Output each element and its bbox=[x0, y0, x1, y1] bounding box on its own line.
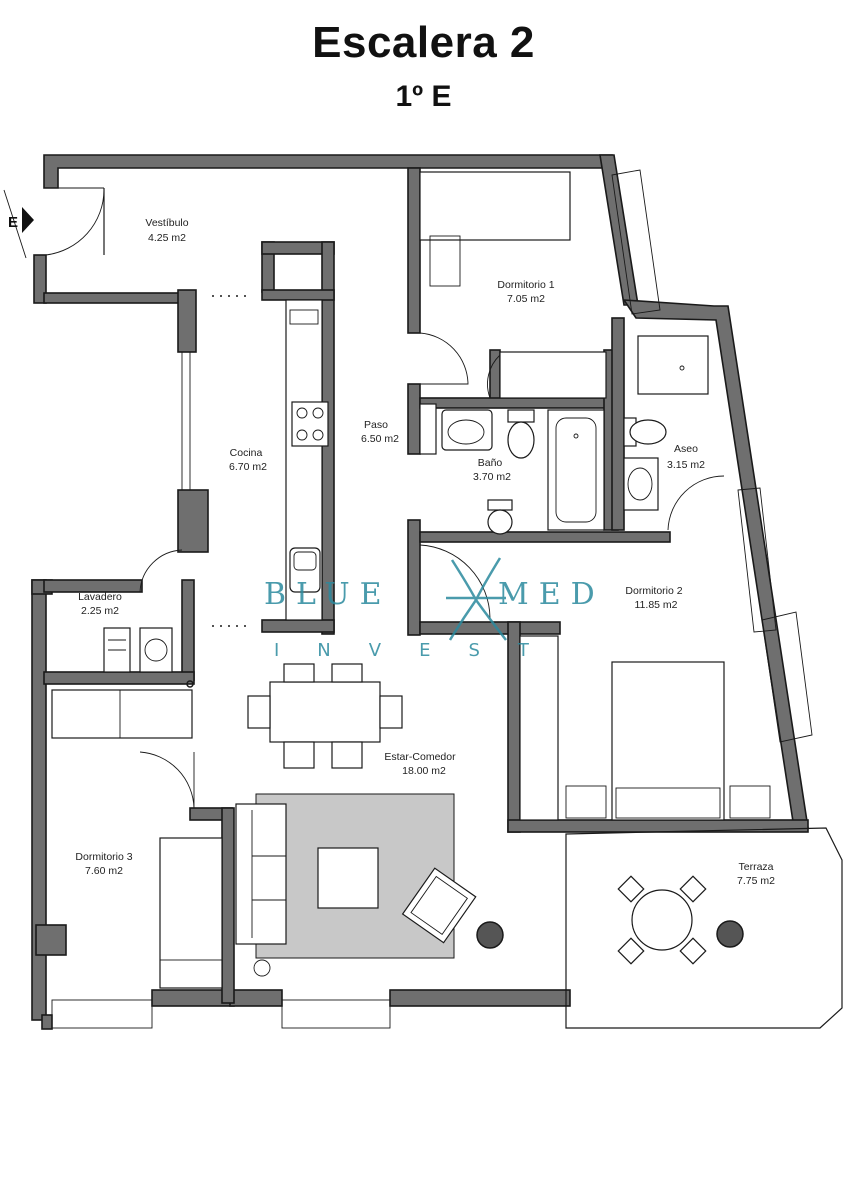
doors bbox=[45, 187, 725, 809]
chair-icon bbox=[283, 741, 315, 769]
wardrobe-icon bbox=[519, 635, 559, 821]
room-area-paso: 6.50 m2 bbox=[361, 433, 399, 445]
watermark-tagline: INVEST bbox=[274, 640, 567, 661]
room-area-terraza: 7.75 m2 bbox=[737, 875, 775, 887]
coffee-table-icon bbox=[317, 847, 379, 909]
lavadero-fixtures bbox=[103, 627, 194, 688]
terraza bbox=[565, 827, 843, 1029]
aseo-fixtures bbox=[623, 335, 709, 511]
room-name-dormitorio3: Dormitorio 3 bbox=[75, 851, 132, 863]
entrance-label: E bbox=[8, 214, 18, 231]
chair-icon bbox=[379, 695, 403, 729]
dormitorio1-furniture bbox=[419, 171, 607, 399]
chair-icon bbox=[247, 695, 271, 729]
room-name-aseo: Aseo bbox=[674, 443, 698, 455]
shower-icon bbox=[637, 335, 709, 395]
plant-icon bbox=[476, 921, 504, 949]
room-labels: Vestíbulo 4.25 m2 Dormitorio 1 7.05 m2 P… bbox=[75, 217, 775, 887]
bano-fixtures bbox=[419, 403, 605, 535]
watermark-brand-left: BLUE bbox=[264, 577, 392, 612]
room-name-vestibulo: Vestíbulo bbox=[145, 217, 188, 229]
windows-right bbox=[611, 169, 813, 743]
plan-title: Escalera 2 bbox=[312, 18, 535, 67]
starfish-icon bbox=[446, 557, 507, 641]
plan-subtitle: 1º E bbox=[395, 80, 452, 113]
room-name-terraza: Terraza bbox=[738, 861, 773, 873]
plant-icon bbox=[716, 920, 744, 948]
toilet-icon bbox=[507, 409, 535, 423]
room-name-dormitorio2: Dormitorio 2 bbox=[625, 585, 682, 597]
room-area-dormitorio1: 7.05 m2 bbox=[507, 293, 545, 305]
room-area-lavadero: 2.25 m2 bbox=[81, 605, 119, 617]
round-table-icon bbox=[631, 889, 693, 951]
room-name-dormitorio1: Dormitorio 1 bbox=[497, 279, 554, 291]
bed-icon bbox=[611, 661, 725, 821]
living-area bbox=[235, 793, 504, 977]
washbasin-icon bbox=[623, 457, 659, 511]
room-name-lavadero: Lavadero bbox=[78, 591, 122, 603]
room-name-cocina: Cocina bbox=[230, 447, 263, 459]
room-area-estar: 18.00 m2 bbox=[402, 765, 446, 777]
sofa-icon bbox=[235, 803, 287, 945]
kitchen-counter bbox=[285, 299, 329, 621]
chair-icon bbox=[331, 741, 363, 769]
chair-icon bbox=[331, 663, 363, 683]
wardrobe-icon bbox=[51, 689, 193, 739]
bed-icon bbox=[159, 837, 223, 989]
kitchen-dotted-lines bbox=[212, 295, 248, 627]
cooktop-icon bbox=[291, 401, 329, 447]
room-name-estar: Estar-Comedor bbox=[384, 751, 456, 763]
room-area-bano: 3.70 m2 bbox=[473, 471, 511, 483]
armchair-icon bbox=[401, 867, 477, 944]
toilet-icon bbox=[629, 419, 667, 445]
watermark-logo: BLUE MED INVEST bbox=[264, 557, 605, 661]
watermark-brand-right: MED bbox=[498, 577, 605, 612]
bed-icon bbox=[419, 171, 571, 241]
dining-table bbox=[247, 663, 403, 769]
room-area-vestibulo: 4.25 m2 bbox=[148, 232, 186, 244]
table-icon bbox=[269, 681, 381, 743]
room-area-cocina: 6.70 m2 bbox=[229, 461, 267, 473]
chair-icon bbox=[283, 663, 315, 683]
room-name-bano: Baño bbox=[478, 457, 503, 469]
room-name-paso: Paso bbox=[364, 419, 388, 431]
room-area-aseo: 3.15 m2 bbox=[667, 459, 705, 471]
room-area-dormitorio3: 7.60 m2 bbox=[85, 865, 123, 877]
bathtub-icon bbox=[547, 409, 605, 531]
entrance-marker: E bbox=[3, 189, 34, 259]
dormitorio2-furniture bbox=[519, 635, 771, 821]
chair-icon bbox=[617, 875, 707, 965]
room-area-dormitorio2: 11.85 m2 bbox=[635, 599, 678, 611]
wardrobe-icon bbox=[499, 351, 607, 399]
dormitorio3-furniture bbox=[51, 689, 223, 989]
